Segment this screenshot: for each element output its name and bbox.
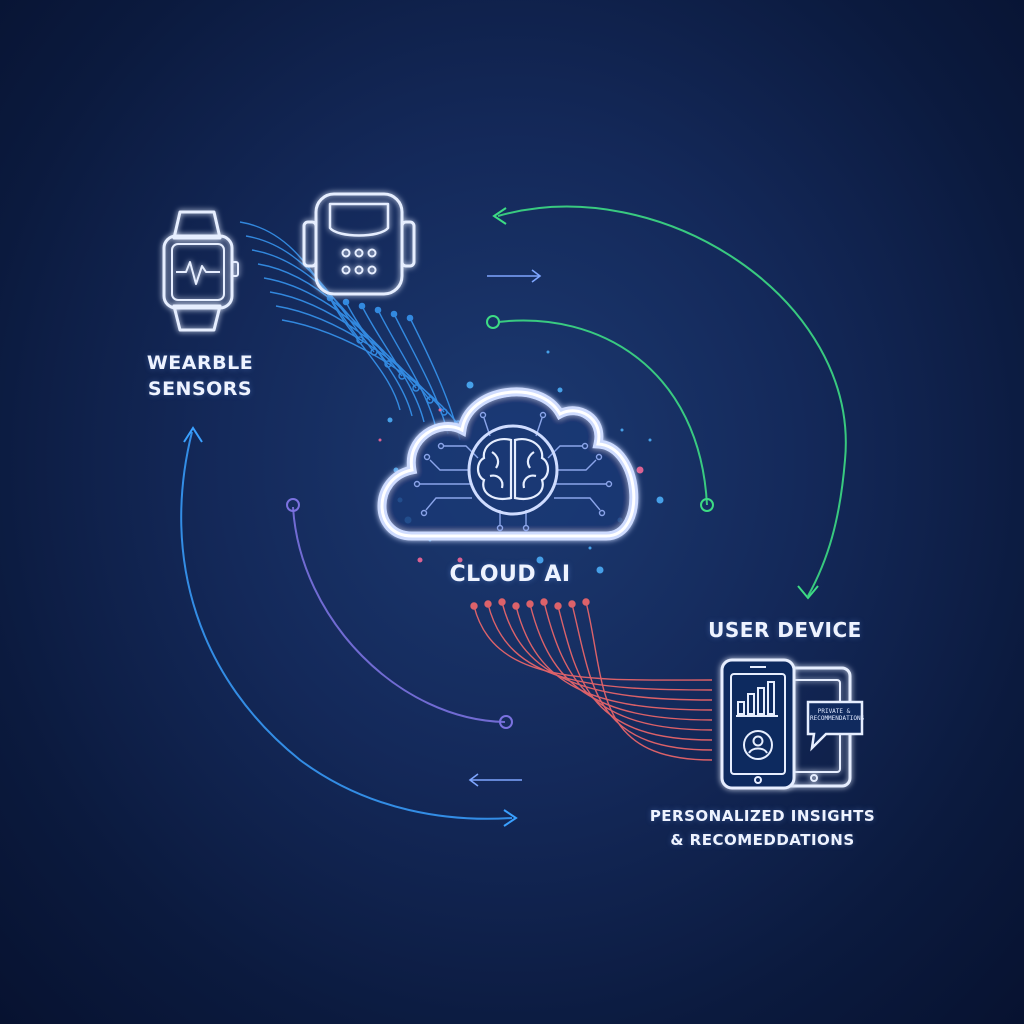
sensor-stream-line (275, 305, 445, 413)
purple-end-node (499, 715, 513, 729)
wearable-sensors-label: WEARBLE SENSORS (146, 352, 254, 400)
green-inner-end-node (700, 498, 714, 512)
green-outer-arc (497, 205, 847, 597)
sensor-data-stream (239, 221, 462, 441)
green-outer-arrow-tip (797, 585, 819, 600)
glow-particle (546, 350, 550, 354)
small-arrow-right (487, 269, 542, 283)
glow-particle (620, 428, 624, 432)
user-avatar-icon (743, 730, 773, 760)
sensor-stream-line (409, 317, 461, 441)
stream-node (512, 602, 520, 610)
personalized-insights-label: PERSONALIZED INSIGHTS & RECOMEDDATIONS (649, 807, 876, 849)
heartbeat-icon (176, 261, 220, 285)
stream-node (582, 598, 590, 606)
user-device-label: USER DEVICE (708, 618, 862, 642)
stream-node (540, 598, 548, 606)
green-outer-arrowhead (492, 207, 507, 225)
sensor-stream-line (281, 319, 459, 425)
smartphone-icon (720, 658, 796, 790)
purple-start-node (286, 498, 300, 512)
chat-bubble-text: PRIVATE & RECOMMENDATIONS (810, 708, 865, 722)
smartwatch-icon (162, 210, 239, 332)
blue-outer-arrow-right (503, 809, 518, 827)
cloud-icon (377, 387, 639, 541)
chat-bubble-icon (806, 700, 864, 752)
stream-node (470, 602, 478, 610)
glow-particle (466, 381, 474, 389)
insight-stream-line (571, 603, 713, 751)
insight-stream-line (487, 603, 713, 691)
glow-particle (596, 566, 604, 574)
glow-particle (636, 466, 644, 474)
glow-particle (648, 438, 652, 442)
sensor-stream-line (393, 313, 449, 435)
fitness-band-icon (302, 192, 416, 296)
stream-node (498, 598, 506, 606)
insight-data-stream (470, 598, 713, 761)
stream-node (374, 306, 382, 314)
insight-stream-line (515, 605, 713, 711)
stream-node (326, 294, 334, 302)
stream-node (406, 314, 414, 322)
stream-node (358, 302, 366, 310)
insight-stream-line (473, 605, 713, 681)
insight-stream-line (543, 601, 713, 731)
glow-particle (387, 417, 393, 423)
stream-node (554, 602, 562, 610)
insight-stream-line (585, 601, 713, 761)
insight-stream-line (529, 603, 713, 721)
sensor-stream-line (345, 301, 413, 417)
glow-particle (588, 546, 592, 550)
glow-particle (417, 557, 423, 563)
small-arrow-left (468, 773, 522, 787)
bar-chart-icon (736, 681, 778, 717)
stream-node (412, 384, 420, 392)
sensor-stream-line (361, 305, 425, 423)
glow-particle (656, 496, 664, 504)
green-inner-start-node (486, 315, 500, 329)
stream-node (484, 600, 492, 608)
circuit-icon (413, 411, 613, 532)
glow-particle (557, 387, 563, 393)
glow-particle (457, 557, 463, 563)
blue-outer-arc (180, 431, 513, 820)
stream-node (342, 298, 350, 306)
purple-inner-arc (292, 506, 506, 723)
brain-icon (467, 424, 559, 516)
sensor-stream-line (377, 309, 437, 429)
stream-node (526, 600, 534, 608)
stream-node (568, 600, 576, 608)
cloud-ai-label: CLOUD AI (449, 562, 571, 587)
blue-outer-arrow-up (183, 426, 203, 443)
glow-particle (438, 408, 442, 412)
glow-particle (378, 438, 382, 442)
stream-node (390, 310, 398, 318)
insight-stream-line (557, 605, 713, 741)
sensor-stream-line (239, 221, 361, 341)
green-inner-arc (497, 319, 708, 506)
glow-particle (536, 556, 544, 564)
sensor-stream-line (329, 297, 401, 411)
